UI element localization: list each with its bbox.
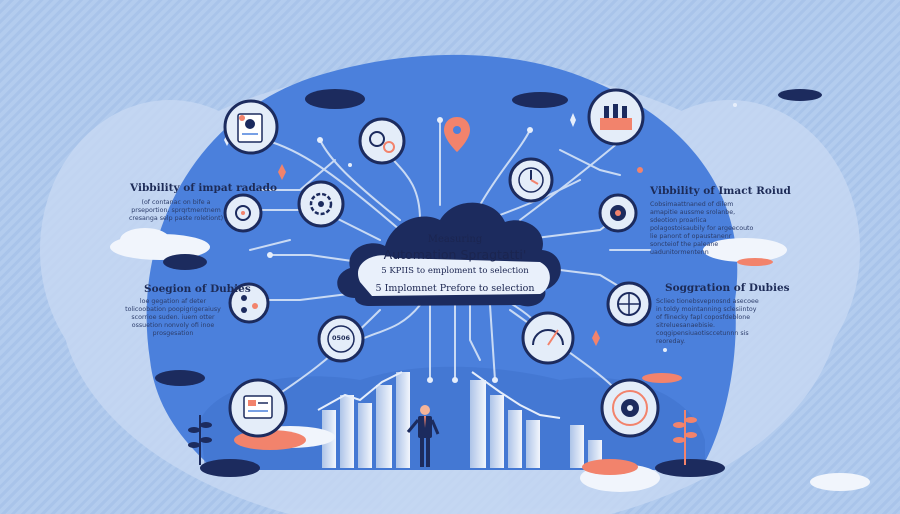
panel-top-left-body: (of contanac on bife a prseportion. sprq… bbox=[128, 199, 224, 222]
plant-left-icon bbox=[188, 415, 212, 465]
node-factory-icon bbox=[587, 88, 645, 146]
node-clock-icon bbox=[508, 157, 554, 203]
navy-clouds bbox=[155, 89, 822, 477]
location-pin-icon bbox=[444, 117, 470, 152]
panel-top-right-body: Cobsimaattnaned of dilem amapitie aussme… bbox=[650, 201, 754, 256]
plant-right-icon bbox=[673, 410, 697, 465]
node-dial-icon bbox=[600, 378, 660, 438]
panel-top-left-heading: Vibbility of impat radado bbox=[130, 182, 277, 194]
panel-mid-left-body: loe gegation af deter tolicoobation poop… bbox=[125, 298, 221, 337]
node-document-icon bbox=[223, 99, 279, 155]
node-gear-left-icon bbox=[223, 193, 263, 233]
node-gauge-icon bbox=[521, 311, 575, 365]
bar-chart-right bbox=[470, 371, 602, 468]
center-title-small: Measuring bbox=[427, 234, 483, 245]
businessman-figure bbox=[406, 405, 440, 467]
panel-top-right-heading: Vibbility of Imact Roiud bbox=[650, 185, 791, 197]
node-network-left-icon bbox=[228, 282, 270, 324]
panel-mid-right-heading: Soggration of Dubies bbox=[665, 282, 790, 294]
node-gear-center-icon bbox=[297, 180, 345, 228]
center-subtitle-1: 5 KPIIS to emploment to selection bbox=[381, 266, 529, 276]
center-cloud bbox=[337, 202, 561, 307]
coral-clouds bbox=[234, 258, 773, 475]
node-target-icon bbox=[598, 193, 638, 233]
center-title-main: Automation Spragtatti' bbox=[383, 247, 527, 262]
node-badge-icon bbox=[317, 315, 365, 363]
panel-mid-right-body: Sclieo tionebsvepnosnd asecoee in toldy … bbox=[656, 298, 759, 345]
badge-label: 0506 bbox=[331, 334, 351, 342]
center-subtitle-2: 5 Implomnet Prefore to selection bbox=[375, 283, 535, 294]
bar-chart-left bbox=[317, 371, 410, 468]
panel-mid-left-heading: Soegion of Dubies bbox=[144, 283, 251, 295]
node-checklist-icon bbox=[228, 378, 288, 438]
node-wheel-icon bbox=[606, 281, 652, 327]
node-gears-icon bbox=[358, 117, 406, 165]
